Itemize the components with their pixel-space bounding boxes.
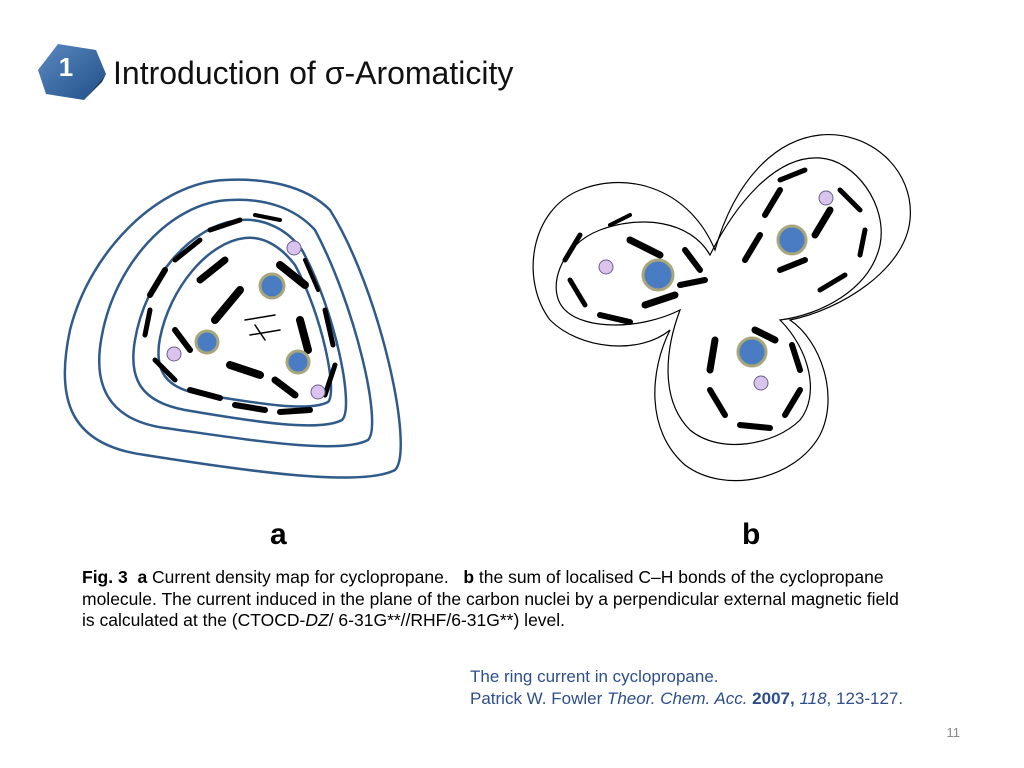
reference-pages: , 123-127.: [826, 689, 904, 708]
slide-title: Introduction of σ-Aromaticity: [113, 55, 514, 91]
reference-author: Patrick W. Fowler: [470, 689, 607, 708]
caption-label-b: b: [463, 567, 475, 587]
reference-volume: 118: [799, 689, 827, 708]
reference-title: The ring current in cyclopropane.: [470, 667, 719, 686]
caption-label-a: a: [137, 567, 148, 587]
reference-year: 2007,: [752, 689, 795, 708]
current-arrows: [562, 167, 868, 431]
caption-dz: DZ: [305, 610, 329, 630]
figure-caption: Fig. 3 a Current density map for cyclopr…: [82, 567, 912, 632]
reference-citation: Patrick W. Fowler Theor. Chem. Acc. 2007…: [470, 688, 903, 710]
reference-journal: Theor. Chem. Acc.: [606, 689, 748, 708]
atoms: [598, 190, 834, 391]
caption-text-a: Current density map for cyclopropane.: [147, 567, 449, 587]
contour-lines: [532, 134, 911, 482]
figure-a-current-density-map: [63, 178, 402, 479]
panel-label-b: b: [742, 518, 761, 551]
current-arrows: [142, 213, 338, 415]
slide-number: 11: [946, 725, 961, 740]
caption-text-b: the sum of localised C–H bonds of the cy…: [82, 567, 899, 630]
section-number: 1: [58, 52, 74, 82]
caption-tail: / 6-31G**//RHF/6-31G**) level.: [328, 610, 566, 630]
panel-label-a: a: [270, 518, 287, 551]
figure-b-localised-ch-bonds: [532, 134, 911, 482]
section-badge-icon: [38, 44, 106, 102]
reference: The ring current in cyclopropane. Patric…: [470, 666, 903, 710]
atoms: [166, 240, 326, 400]
caption-fig-number: Fig. 3: [82, 567, 128, 587]
contour-lines: [63, 178, 402, 479]
